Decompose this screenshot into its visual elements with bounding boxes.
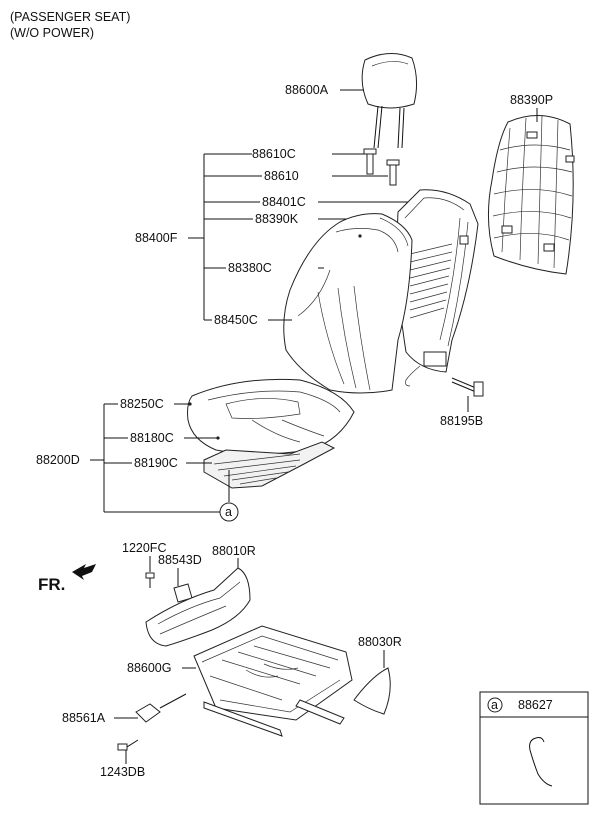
guide-drawing (363, 148, 400, 186)
label-88250C: 88250C (120, 397, 164, 411)
label-88610C: 88610C (252, 147, 296, 161)
track-cover-88561A-drawing (135, 693, 187, 723)
front-arrow-icon (72, 564, 96, 580)
label-88190C: 88190C (134, 456, 178, 470)
label-88610: 88610 (264, 169, 299, 183)
label-88180C: 88180C (130, 431, 174, 445)
inset-box (479, 691, 589, 805)
label-88030R: 88030R (358, 635, 402, 649)
label-88543D: 88543D (158, 553, 202, 567)
label-88627: 88627 (518, 698, 553, 712)
callout-a (219, 502, 239, 522)
label-1220FC: 1220FC (122, 541, 166, 555)
seat-back-drawing (283, 213, 413, 394)
label-88600G: 88600G (127, 661, 171, 675)
header-line-2: (W/O POWER) (10, 26, 94, 40)
headrest-drawing (361, 53, 418, 149)
inset-callout-symbol: a (491, 698, 498, 712)
label-88600A: 88600A (285, 83, 329, 97)
label-88400F: 88400F (135, 231, 178, 245)
bracket-88400F (188, 153, 262, 321)
bolt-88195B-drawing (451, 377, 484, 397)
label-88401C: 88401C (262, 195, 306, 209)
label-88195B: 88195B (440, 414, 483, 428)
track-88600G-drawing (193, 625, 353, 737)
label-88561A: 88561A (62, 711, 106, 725)
seat-cushion-drawing (187, 378, 355, 455)
label-88010R: 88010R (212, 544, 256, 558)
cushion-wire-drawing (203, 441, 336, 489)
screw-1220FC-drawing (145, 572, 155, 588)
back-board-drawing (487, 114, 575, 275)
cover-88030R-drawing (353, 667, 391, 715)
label-88390P: 88390P (510, 93, 553, 107)
bracket-88200D (90, 403, 230, 513)
shield-88010R-drawing (145, 567, 251, 647)
callout-a-symbol: a (225, 505, 232, 519)
label-88450C: 88450C (214, 313, 258, 327)
label-88390K: 88390K (255, 212, 299, 226)
label-88200D: 88200D (36, 453, 80, 467)
back-frame-drawing (395, 189, 479, 387)
label-1243DB: 1243DB (100, 765, 145, 779)
fr-label: FR. (38, 575, 65, 594)
bolt-1243DB-drawing (117, 739, 139, 751)
label-88380C: 88380C (228, 261, 272, 275)
header-line-1: (PASSENGER SEAT) (10, 10, 130, 24)
